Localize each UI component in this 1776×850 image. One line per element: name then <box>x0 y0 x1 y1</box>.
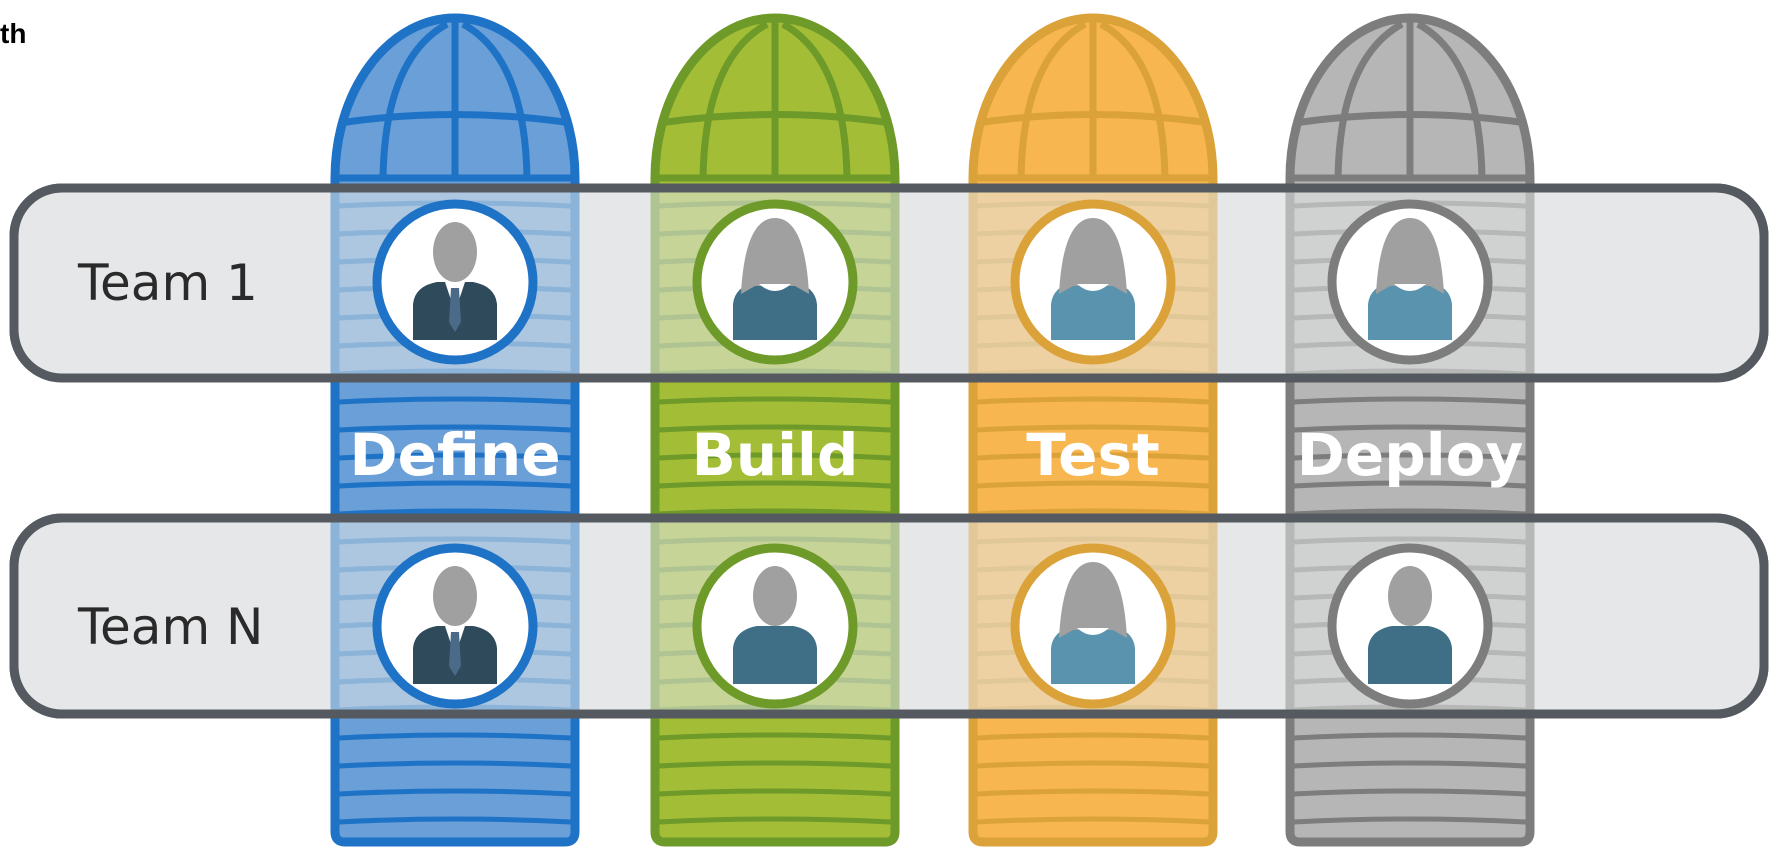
avatar-torso <box>1051 626 1135 684</box>
woman-icon <box>733 218 817 340</box>
silo-dome-ribs <box>1290 20 1530 182</box>
avatar-head <box>1071 222 1115 282</box>
avatar-head <box>753 222 797 282</box>
avatar-test-team-2 <box>1010 543 1176 709</box>
avatar-torso <box>733 626 817 684</box>
corner-text: th <box>0 18 27 49</box>
avatar-define-team-1 <box>372 199 538 365</box>
avatar-deploy-team-2 <box>1327 543 1493 709</box>
stage-label-deploy: Deploy <box>1297 421 1524 489</box>
avatar-deploy-team-1 <box>1327 199 1493 365</box>
silo-dome-ribs <box>655 20 895 182</box>
avatar-neckline <box>1394 284 1426 291</box>
avatar-torso <box>1368 626 1452 684</box>
team-label-1: Team 1 <box>77 254 258 312</box>
avatar-tie <box>449 288 461 332</box>
team-band-outline-2 <box>9 513 1769 719</box>
man-suit-icon <box>413 222 497 340</box>
avatar-tie <box>449 632 461 676</box>
stage-label-test: Test <box>1026 421 1159 489</box>
woman-icon <box>1051 562 1135 684</box>
avatar-neckline <box>1077 628 1109 635</box>
avatar-head <box>433 222 477 282</box>
avatar-torso <box>1368 282 1452 340</box>
avatar-head <box>753 566 797 626</box>
stage-label-build: Build <box>692 421 859 489</box>
avatar-neckline <box>1077 284 1109 291</box>
man-suit-icon <box>413 566 497 684</box>
avatar-build-team-2 <box>692 543 858 709</box>
silo-dome-ribs <box>973 20 1213 182</box>
team-band-outline-1 <box>9 183 1769 383</box>
avatar-build-team-1 <box>692 199 858 365</box>
woman-icon <box>1051 218 1135 340</box>
avatar-head <box>1071 566 1115 626</box>
avatar-head <box>1388 566 1432 626</box>
avatar-test-team-1 <box>1010 199 1176 365</box>
avatar-define-team-2 <box>372 543 538 709</box>
avatar-head <box>433 566 477 626</box>
person-icon <box>1368 566 1452 684</box>
silo-dome-ribs <box>335 20 575 182</box>
avatar-torso <box>733 282 817 340</box>
avatar-neckline <box>759 284 791 291</box>
person-icon <box>733 566 817 684</box>
team-label-2: Team N <box>77 598 263 656</box>
woman-icon <box>1368 218 1452 340</box>
avatar-head <box>1388 222 1432 282</box>
avatar-torso <box>1051 282 1135 340</box>
stage-label-define: Define <box>349 421 560 489</box>
